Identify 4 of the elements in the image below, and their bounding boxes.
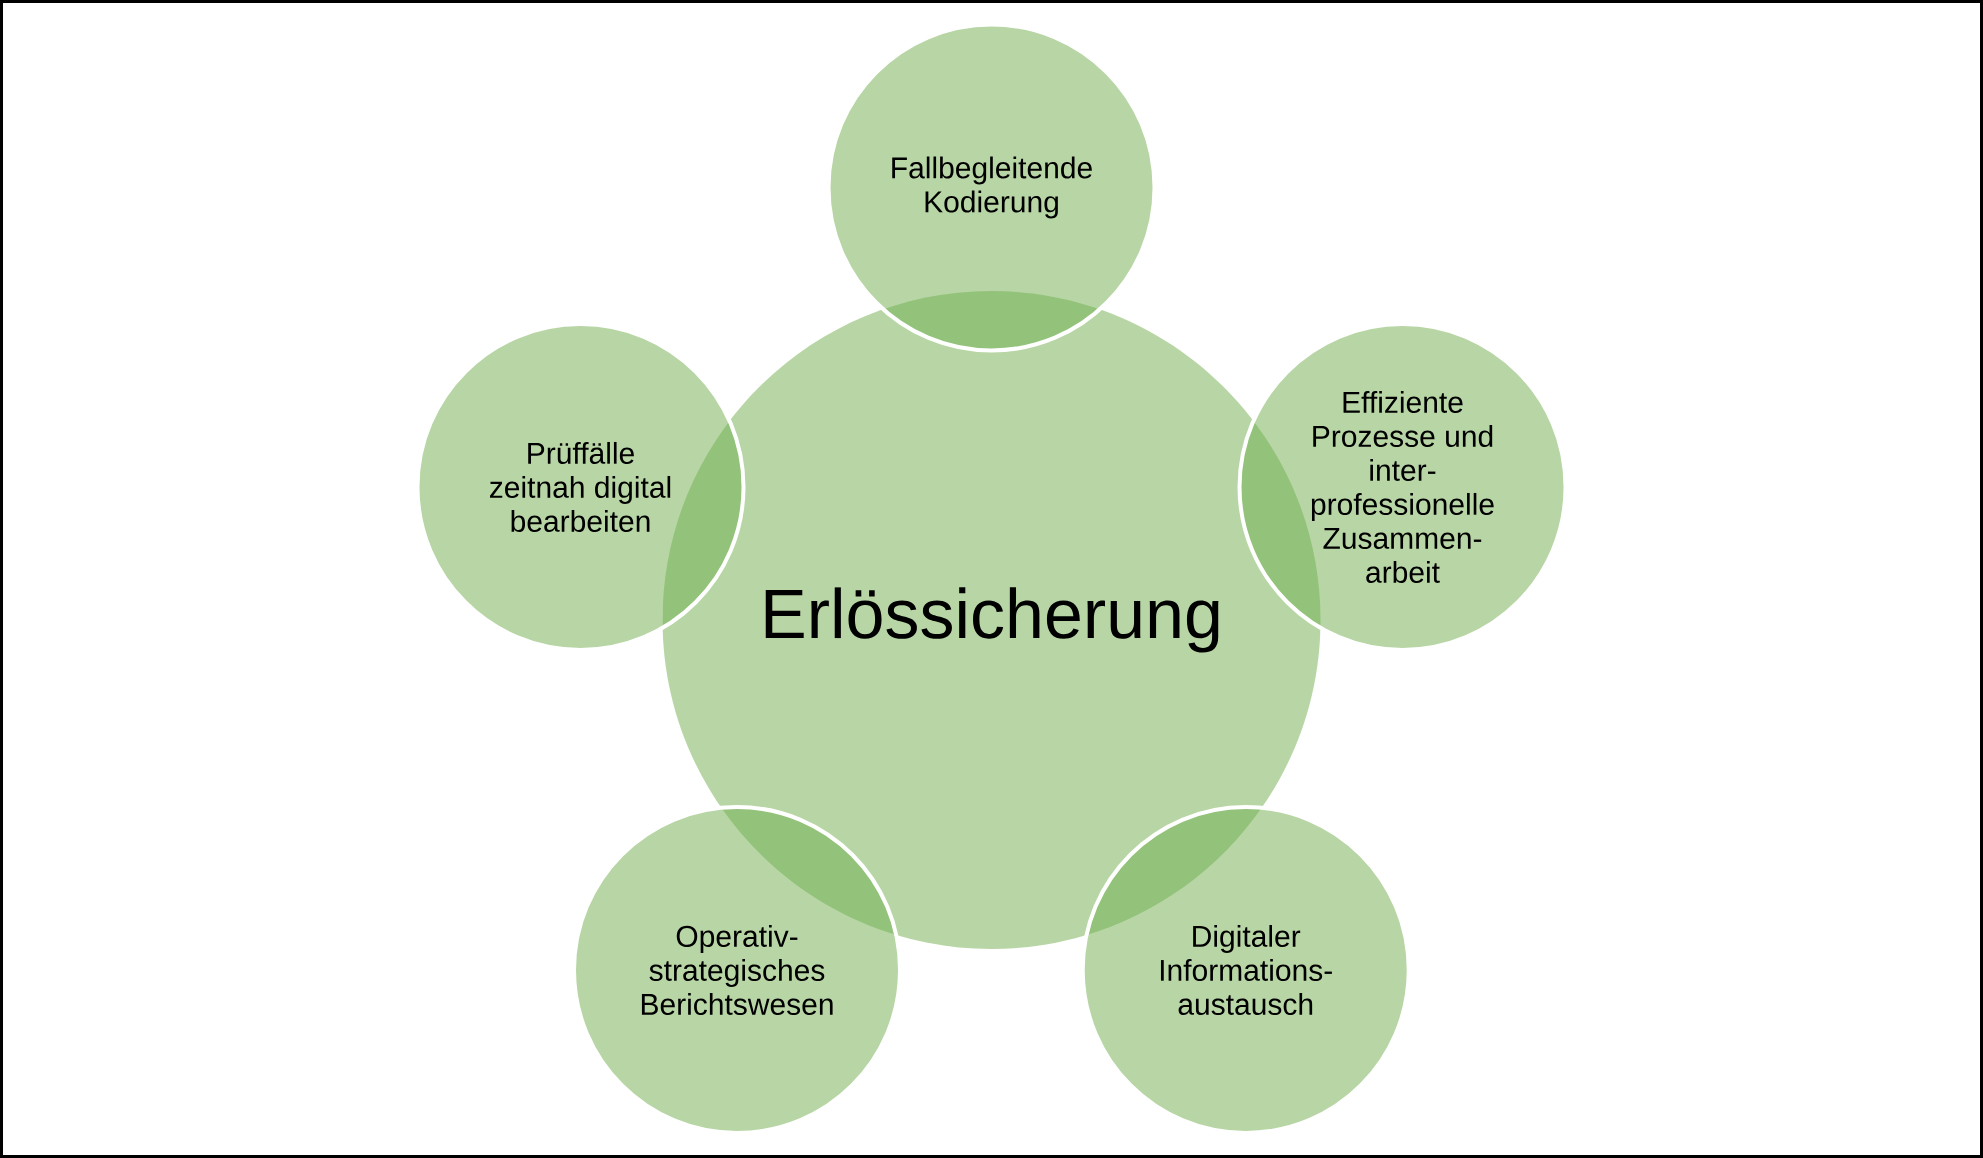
node-label: Informations- austausch: [1160, 958, 1332, 1015]
node-label: Erlössicherung: [765, 587, 1219, 653]
node-label: Fallbegleitende Kodierung: [892, 156, 1092, 219]
node-label: strategisches Berichtswesen: [641, 958, 833, 1015]
